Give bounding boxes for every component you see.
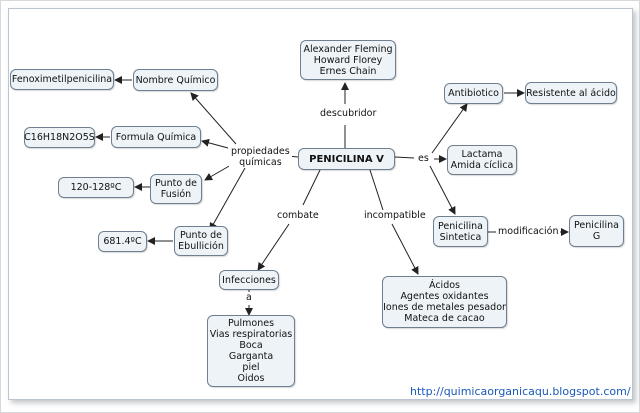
link-label-propiedades: propiedades químicas <box>229 146 292 168</box>
link-label-propiedades-line1: propiedades <box>231 146 290 157</box>
node-penicilina-sintetica[interactable]: Penicilina Sintetica <box>433 216 488 247</box>
node-infecciones[interactable]: Infecciones <box>219 270 279 290</box>
incompatible-item: Mateca de cacao <box>404 313 485 324</box>
edge-es-antibiotico <box>431 103 468 154</box>
sintetica-line1: Penicilina <box>438 220 483 232</box>
node-formula-quimica[interactable]: Formula Química <box>111 126 201 148</box>
node-fenoximetilpenicilina[interactable]: Fenoximetilpenicilina <box>10 69 114 90</box>
node-punto-ebullicion[interactable]: Punto de Ebullición <box>174 226 228 256</box>
node-penicilina-g[interactable]: Penicilina G <box>569 215 624 247</box>
edge-penicilina-combate <box>302 169 321 206</box>
node-antibiotico[interactable]: Antibiotico <box>444 83 503 104</box>
edge-combate-infecciones <box>257 223 290 271</box>
node-discoverers[interactable]: Alexander Fleming Howard Florey Ernes Ch… <box>300 40 396 80</box>
edge-propiedades-formula <box>201 138 229 149</box>
node-ebullicion-value[interactable]: 681.4ºC <box>98 231 147 252</box>
edge-penicilina-incompatible <box>369 169 384 211</box>
incompatible-item: Iones de metales pesador <box>383 302 506 313</box>
lactama-line1: Lactama <box>461 149 503 160</box>
edge-es-sintetica <box>429 165 456 215</box>
edge-propiedades-fusion <box>204 164 232 181</box>
node-lactama[interactable]: Lactama Amida cíclica <box>447 145 517 175</box>
organ-item: Oidos <box>237 373 265 384</box>
incompatible-item: Ácidos <box>429 280 460 291</box>
link-label-es: es <box>416 153 431 164</box>
node-incompatibles[interactable]: Ácidos Agentes oxidantes Iones de metale… <box>382 276 507 328</box>
node-organs[interactable]: Pulmones Vias respiratorias Boca Gargant… <box>207 315 295 387</box>
lactama-line2: Amida cíclica <box>450 160 514 171</box>
link-label-modificacion: modificación <box>496 226 561 237</box>
link-label-incompatible: incompatible <box>362 210 428 221</box>
link-label-descubridor: descubridor <box>318 108 379 119</box>
incompatible-item: Agentes oxidantes <box>400 291 489 302</box>
organ-item: Boca <box>239 340 263 351</box>
punto-ebullicion-line2: Ebullición <box>178 241 224 252</box>
discoverer-name: Ernes Chain <box>319 65 377 77</box>
penicilina-g-line2: G <box>592 231 601 242</box>
organ-item: Pulmones <box>227 318 275 329</box>
edge-propiedades-ebullicion <box>209 167 246 231</box>
punto-fusion-line1: Punto de <box>154 178 198 189</box>
edge-penicilina-es <box>394 156 415 159</box>
organ-item: Vias respiratorias <box>209 329 293 340</box>
node-resistente-acido[interactable]: Resistente al ácido <box>525 82 617 104</box>
blog-url-link[interactable]: http://quimicaorganicaqu.blogspot.com/ <box>410 385 631 398</box>
node-penicilina-v[interactable]: PENICILINA V <box>298 148 395 170</box>
punto-ebullicion-line1: Punto de <box>179 230 223 241</box>
link-label-propiedades-line2: químicas <box>239 157 282 168</box>
node-punto-fusion[interactable]: Punto de Fusión <box>150 174 202 204</box>
link-label-combate: combate <box>275 210 321 221</box>
sintetica-line2: Sintetica <box>439 231 482 243</box>
node-formula-value[interactable]: C16H18N2O5S <box>24 127 95 148</box>
node-nombre-quimico[interactable]: Nombre Químico <box>133 69 218 91</box>
punto-fusion-line2: Fusión <box>160 189 192 200</box>
organ-item: piel <box>242 362 260 373</box>
node-fusion-value[interactable]: 120-128ºC <box>58 177 134 198</box>
discoverer-name: Howard Florey <box>313 54 383 66</box>
penicilina-g-line1: Penicilina <box>574 220 619 231</box>
discoverer-name: Alexander Fleming <box>303 43 393 55</box>
edge-propiedades-nombre <box>190 92 237 145</box>
organ-item: Garganta <box>228 351 274 362</box>
edge-incompatible-list <box>391 223 419 275</box>
link-label-a: a <box>244 292 254 303</box>
